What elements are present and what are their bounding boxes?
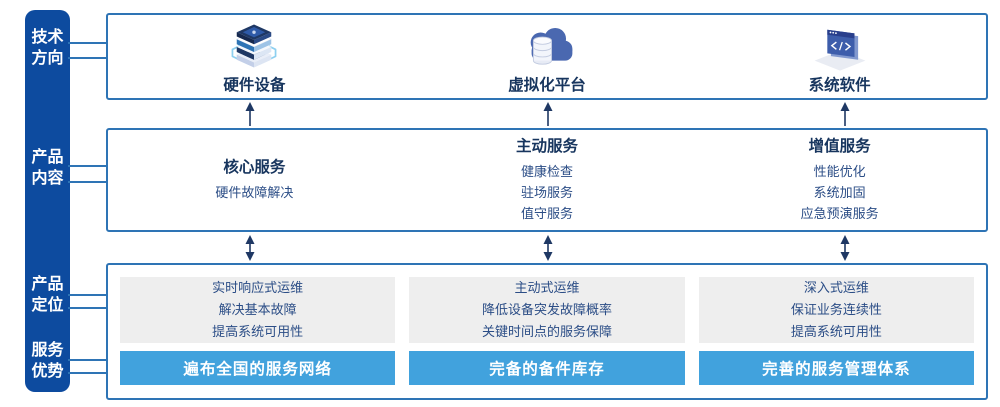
positioning-panel: 主动式运维 降低设备突发故障概率 关键时间点的服务保障 — [409, 277, 685, 343]
sidebar-label-tech-direction: 技术 方向 — [25, 27, 70, 69]
advantage-banner: 完善的服务管理体系 — [698, 351, 974, 385]
positioning-line: 提高系统可用性 — [790, 324, 882, 339]
advantage-banner: 遍布全国的服务网络 — [120, 351, 396, 385]
product-content-box: 核心服务 硬件故障解决 主动服务 健康检查 驻场服务 值守服务 增值服务 性能优… — [106, 128, 988, 232]
service-item: 系统加固 — [813, 185, 866, 200]
sidebar-label-line: 优势 — [31, 363, 64, 380]
bottom-column-proactive: 主动式运维 降低设备突发故障概率 关键时间点的服务保障 完备的备件库存 — [409, 277, 685, 385]
sidebar-label-line: 方向 — [31, 50, 64, 67]
sidebar-label-line: 定位 — [31, 297, 64, 314]
service-column-proactive: 主动服务 健康检查 驻场服务 值守服务 — [401, 130, 694, 230]
connector-line — [68, 359, 108, 361]
connector-line — [68, 294, 108, 296]
service-item: 值守服务 — [521, 206, 574, 221]
positioning-line: 解决基本故障 — [218, 302, 297, 317]
sidebar-label-line: 技术 — [31, 29, 64, 46]
up-arrow-icon — [543, 102, 553, 126]
sidebar-label-product-positioning: 产品 定位 — [25, 274, 70, 316]
positioning-line: 主动式运维 — [514, 280, 580, 295]
positioning-line: 保证业务连续性 — [790, 302, 882, 317]
bottom-column-realtime: 实时响应式运维 解决基本故障 提高系统可用性 遍布全国的服务网络 — [120, 277, 396, 385]
sidebar-label-line: 产品 — [31, 149, 64, 166]
service-column-core: 核心服务 硬件故障解决 — [108, 130, 401, 230]
code-window-icon — [811, 19, 869, 71]
tech-column-system-software: 系统软件 — [693, 19, 986, 95]
positioning-line: 实时响应式运维 — [212, 280, 304, 295]
positioning-line: 深入式运维 — [803, 280, 869, 295]
service-item: 驻场服务 — [521, 185, 574, 200]
service-item: 硬件故障解决 — [215, 185, 294, 200]
positioning-line: 降低设备突发故障概率 — [481, 302, 612, 317]
up-arrow-icon — [245, 102, 255, 126]
service-heading: 核心服务 — [223, 159, 286, 176]
service-item: 性能优化 — [813, 164, 866, 179]
sidebar-label-line: 内容 — [31, 170, 64, 187]
positioning-advantage-box: 实时响应式运维 解决基本故障 提高系统可用性 遍布全国的服务网络 主动式运维 降… — [106, 263, 988, 400]
advantage-banner: 完备的备件库存 — [409, 351, 685, 385]
tech-label-virtualization: 虚拟化平台 — [508, 76, 586, 94]
connector-line — [68, 42, 108, 44]
sidebar-label-line: 产品 — [31, 276, 64, 293]
service-column-value-added: 增值服务 性能优化 系统加固 应急预演服务 — [693, 130, 986, 230]
sidebar-label-product-content: 产品 内容 — [25, 147, 70, 189]
service-heading: 增值服务 — [808, 138, 871, 155]
service-heading: 主动服务 — [516, 138, 579, 155]
tech-column-hardware: 硬件设备 — [108, 19, 401, 95]
double-arrow-icon — [543, 235, 553, 261]
positioning-line: 提高系统可用性 — [212, 324, 304, 339]
connector-line — [68, 165, 108, 167]
bottom-column-indepth: 深入式运维 保证业务连续性 提高系统可用性 完善的服务管理体系 — [698, 277, 974, 385]
cloud-database-icon — [518, 19, 576, 71]
tech-label-system-software: 系统软件 — [808, 76, 871, 94]
tech-label-hardware: 硬件设备 — [223, 76, 286, 94]
connector-line — [68, 57, 108, 59]
positioning-line: 关键时间点的服务保障 — [481, 324, 612, 339]
sidebar — [25, 10, 70, 392]
sidebar-label-line: 服务 — [31, 342, 64, 359]
connector-line — [68, 181, 108, 183]
positioning-panel: 深入式运维 保证业务连续性 提高系统可用性 — [698, 277, 974, 343]
sidebar-label-service-advantage: 服务 优势 — [25, 340, 70, 382]
connector-line — [68, 307, 108, 309]
service-item: 应急预演服务 — [800, 206, 879, 221]
tech-direction-box: 硬件设备 — [106, 13, 988, 100]
service-item: 健康检查 — [521, 164, 574, 179]
up-arrow-icon — [840, 102, 850, 126]
positioning-panel: 实时响应式运维 解决基本故障 提高系统可用性 — [120, 277, 396, 343]
double-arrow-icon — [840, 235, 850, 261]
tech-column-virtualization: 虚拟化平台 — [401, 19, 694, 95]
server-stack-icon — [225, 19, 283, 71]
connector-line — [68, 372, 108, 374]
double-arrow-icon — [245, 235, 255, 261]
